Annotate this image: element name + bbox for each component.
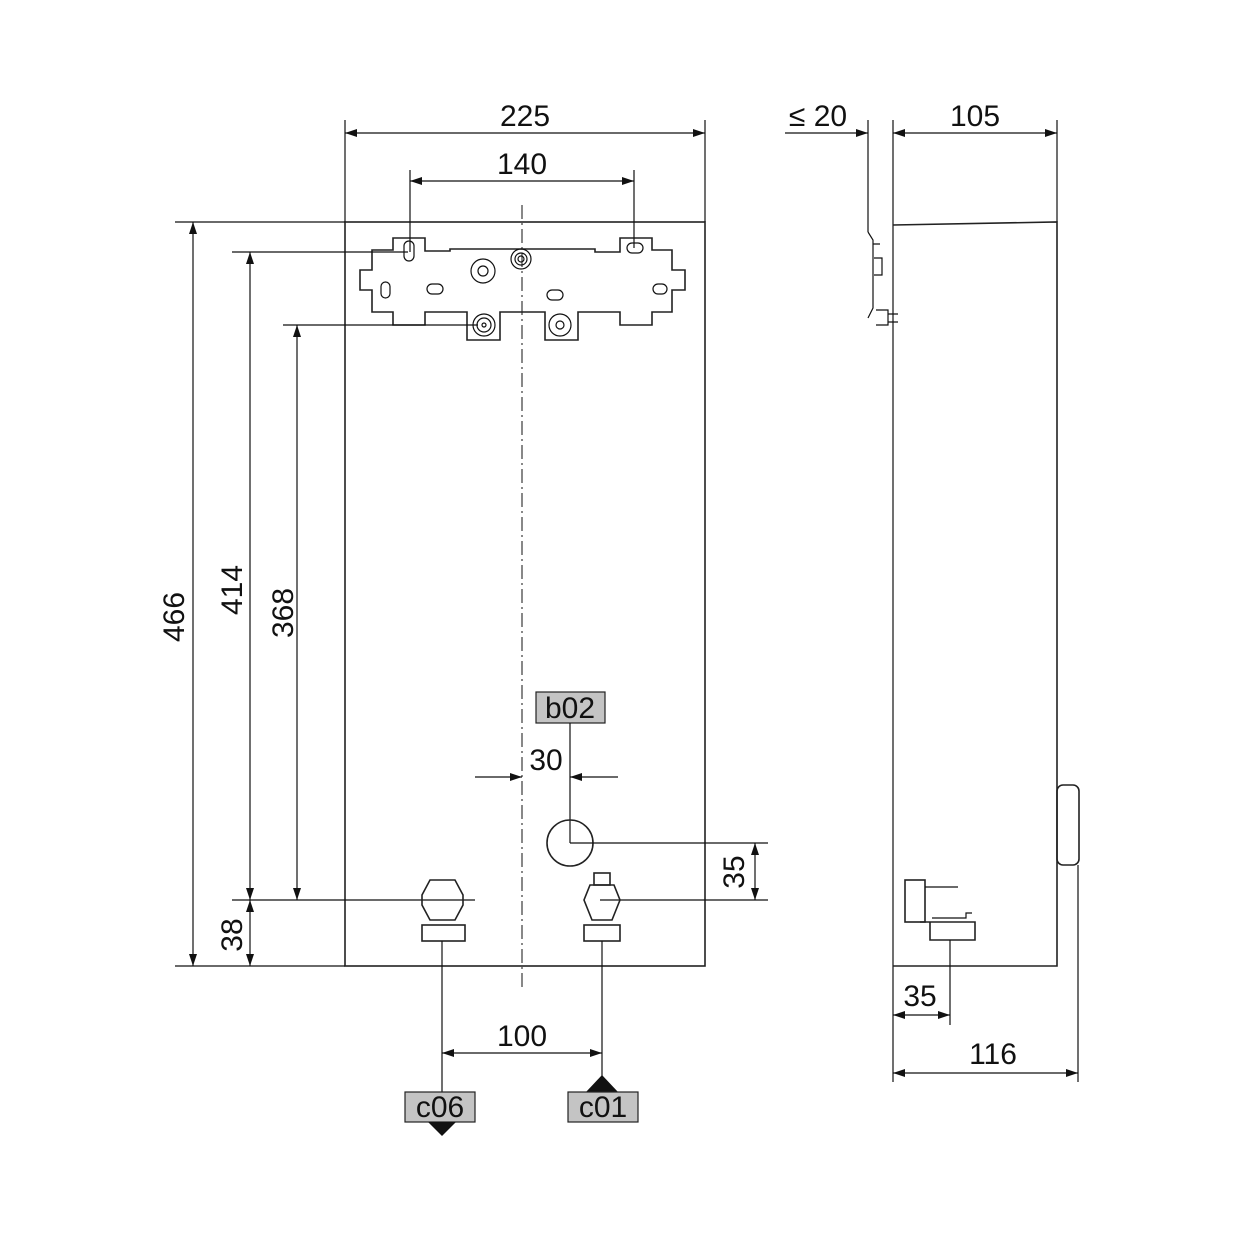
dim-wall-gap: ≤ 20 — [789, 100, 847, 133]
appliance-body-side — [892, 221, 1058, 967]
dim-466: 466 — [158, 592, 191, 642]
side-view: ≤ 20 105 35 116 — [785, 100, 1080, 1082]
dim-35-front: 35 — [718, 855, 751, 888]
dim-38: 38 — [216, 918, 249, 951]
dim-225: 225 — [500, 100, 550, 133]
fitting-c01 — [583, 872, 621, 942]
appliance-body-front — [344, 221, 706, 967]
dim-368: 368 — [267, 588, 300, 638]
dim-116: 116 — [969, 1038, 1017, 1071]
c06-tag — [404, 1091, 476, 1123]
c01-tag — [567, 1091, 639, 1123]
side-knob — [1056, 784, 1080, 866]
side-fitting — [904, 879, 976, 941]
inlet-arrow-icon — [586, 1075, 618, 1092]
dim-105: 105 — [950, 100, 1000, 133]
dim-140: 140 — [497, 148, 547, 181]
mounting-bracket — [359, 237, 686, 341]
c01-label: c01 — [579, 1091, 627, 1124]
dim-414: 414 — [216, 565, 249, 615]
outlet-arrow-icon — [428, 1122, 456, 1136]
dim-100: 100 — [497, 1020, 547, 1053]
front-view: 225 140 466 414 368 38 b02 30 35 100 c06 — [158, 100, 768, 1136]
b02-tag — [535, 691, 606, 724]
dim-30: 30 — [529, 744, 562, 777]
fitting-c06 — [421, 879, 466, 942]
c06-label: c06 — [416, 1091, 464, 1124]
b02-label: b02 — [545, 692, 595, 725]
dim-35-side: 35 — [903, 980, 936, 1013]
